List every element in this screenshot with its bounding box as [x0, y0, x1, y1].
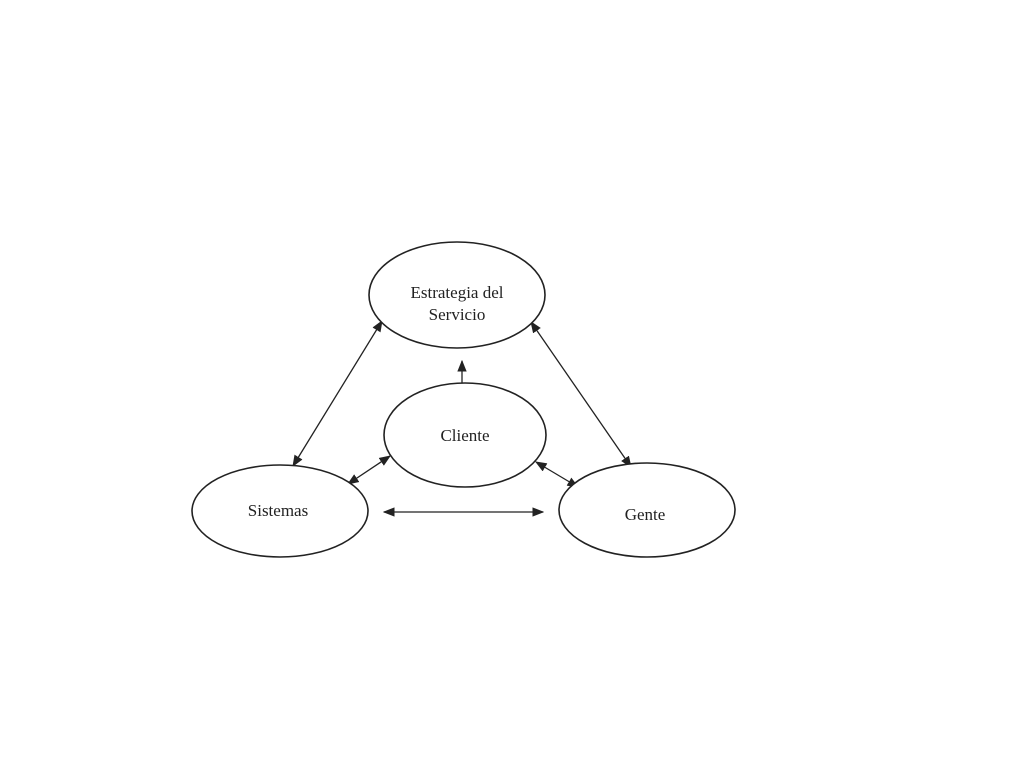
node-cliente: Cliente	[383, 382, 547, 488]
node-estrategia-ellipse	[368, 241, 546, 349]
edge-gente-estrategia	[530, 321, 632, 468]
node-estrategia-label-line2: Servicio	[429, 305, 486, 324]
edge-sistemas-estrategia	[292, 320, 383, 467]
edge-cliente-gente	[534, 461, 580, 488]
node-cliente-label: Cliente	[440, 426, 489, 445]
edge-sistemas-cliente	[347, 455, 391, 485]
node-sistemas: Sistemas	[191, 464, 369, 558]
node-sistemas-ellipse	[191, 464, 369, 558]
node-cliente-ellipse	[383, 382, 547, 488]
node-estrategia-label-line1: Estrategia del	[411, 283, 504, 302]
node-gente: Gente	[558, 462, 736, 558]
node-gente-ellipse	[558, 462, 736, 558]
node-sistemas-label: Sistemas	[248, 501, 308, 520]
node-estrategia-del-servicio: Estrategia del Servicio	[368, 241, 546, 349]
node-gente-label: Gente	[625, 505, 666, 524]
